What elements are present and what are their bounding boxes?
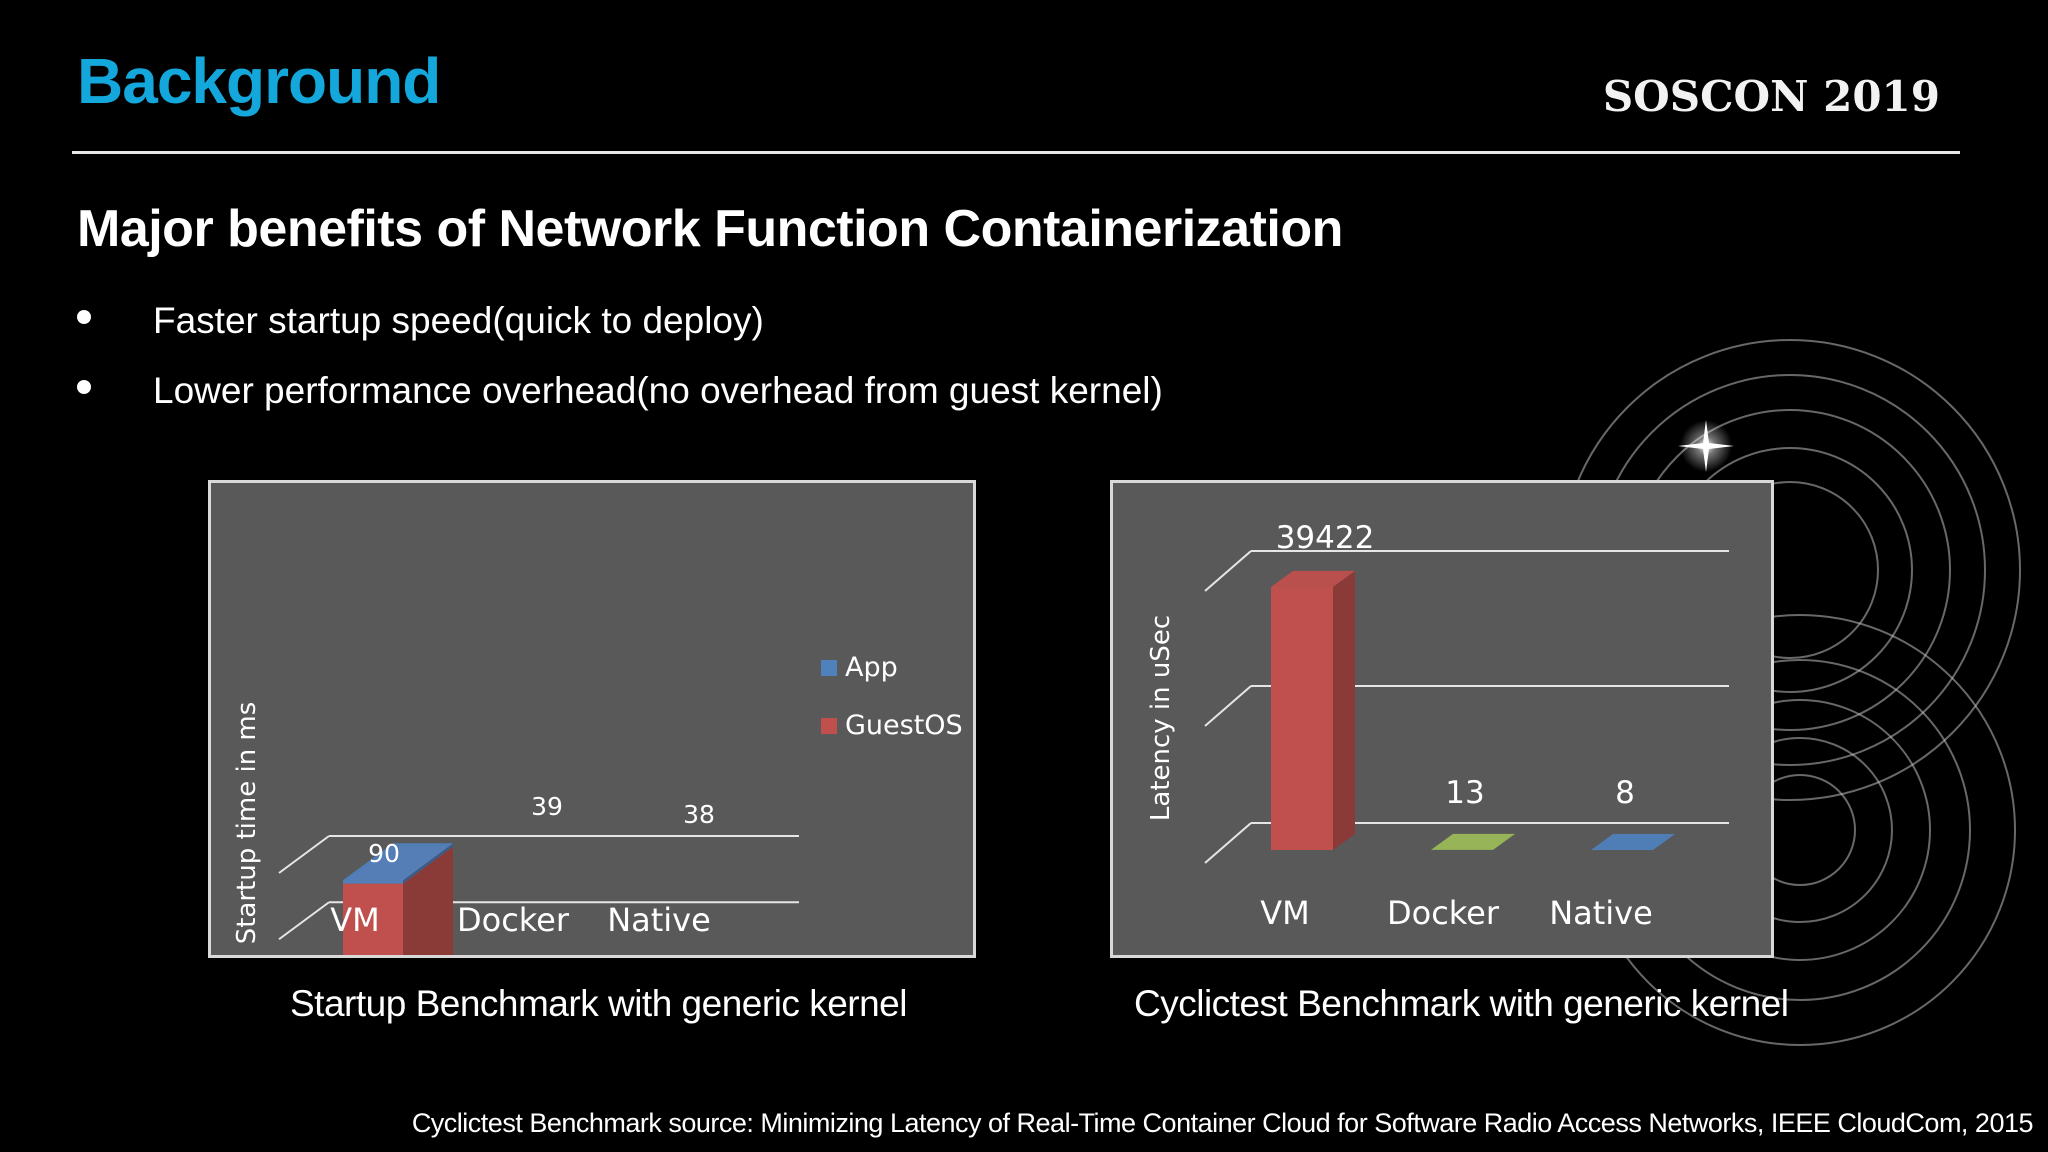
startup-chart-caption: Startup Benchmark with generic kernel: [290, 983, 907, 1024]
legend-swatch-guestos: [821, 718, 837, 734]
x-tick-label: VM: [330, 901, 380, 939]
x-tick-label: VM: [1260, 894, 1310, 932]
data-label: 39: [531, 792, 563, 821]
startup-benchmark-chart: VMDockerNative9065323939138Startup time …: [208, 480, 976, 958]
y-axis-label: Startup time in ms: [232, 702, 262, 945]
source-citation: Cyclictest Benchmark source: Minimizing …: [411, 1108, 2034, 1138]
bullet-dot-icon: [77, 380, 91, 394]
bullet-dot-icon: [77, 310, 91, 324]
brand-logo-text: SOSCON 2019: [1602, 72, 1940, 121]
slide-title: Background: [77, 45, 441, 117]
cyclictest-chart-caption: Cyclictest Benchmark with generic kernel: [1134, 983, 1789, 1024]
x-tick-label: Docker: [457, 901, 570, 939]
legend-label: GuestOS: [845, 710, 963, 741]
slide-subtitle: Major benefits of Network Function Conta…: [77, 200, 1343, 258]
bar-app-vm: [343, 843, 453, 884]
bar-vm: [1271, 570, 1355, 850]
gridline: [1204, 685, 1252, 727]
data-label: 13: [1445, 775, 1484, 811]
gridline: [1204, 822, 1252, 864]
bar-docker: [1431, 833, 1515, 850]
x-tick-label: Native: [1549, 894, 1653, 932]
title-divider: [72, 151, 1960, 154]
x-tick-label: Docker: [1387, 894, 1500, 932]
gridline: [278, 835, 330, 874]
gridline: [1204, 550, 1252, 592]
bullet-text: Lower performance overhead(no overhead f…: [153, 370, 1163, 411]
bar-native: [1591, 833, 1675, 850]
bullet-text: Faster startup speed(quick to deploy): [153, 300, 764, 341]
y-axis-label: Latency in uSec: [1146, 615, 1176, 821]
data-label: 90: [368, 839, 400, 868]
data-label: 39422: [1276, 520, 1375, 556]
data-label: 8: [1615, 775, 1635, 811]
x-tick-label: Native: [607, 901, 711, 939]
legend-swatch-app: [821, 660, 837, 676]
data-label: 38: [683, 800, 715, 829]
gridline: [278, 901, 330, 941]
legend-label: App: [845, 652, 898, 683]
